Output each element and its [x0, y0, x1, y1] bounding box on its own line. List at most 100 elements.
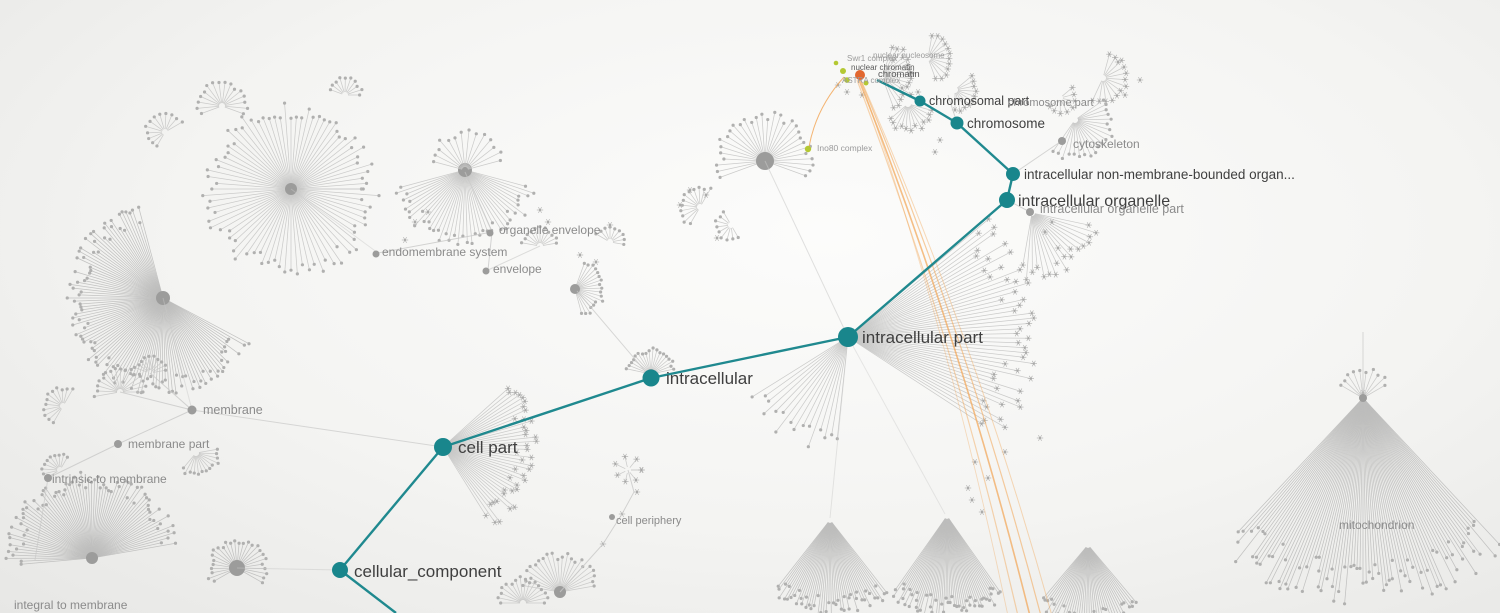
- fan-cluster: [201, 101, 381, 276]
- chromosome-label[interactable]: chromosome: [967, 116, 1045, 131]
- intracellular-label[interactable]: intracellular: [666, 369, 753, 388]
- fan-cluster: [521, 551, 596, 598]
- fan-cluster: [4, 470, 178, 566]
- selected-term-node[interactable]: [855, 70, 865, 80]
- fan-cluster: [444, 385, 540, 526]
- fan-cluster: [951, 72, 980, 114]
- membrane-label[interactable]: membrane: [203, 403, 263, 417]
- swr1-complex-label[interactable]: Swr1 complex: [847, 54, 897, 63]
- endomembrane-system-label[interactable]: endomembrane system: [382, 245, 507, 259]
- cell-periphery-label[interactable]: cell periphery: [616, 515, 682, 527]
- fan-cluster: [328, 76, 364, 97]
- intracellular-organelle-label[interactable]: intracellular organelle: [1018, 193, 1170, 210]
- fan-cluster: [432, 128, 503, 170]
- cluster-center-node[interactable]: [156, 291, 170, 305]
- mitochondrion-label[interactable]: mitochondrion: [1339, 518, 1414, 532]
- accent-nodes-layer: [804, 60, 869, 153]
- fan-cluster: [519, 225, 559, 246]
- chromosome-part-label[interactable]: chromosome part: [1008, 97, 1094, 109]
- membrane-part-node[interactable]: [114, 440, 122, 448]
- envelope-label[interactable]: envelope: [493, 262, 542, 276]
- node-chromosome[interactable]: [950, 116, 964, 130]
- chromosomal-part-label[interactable]: chromosomal part: [929, 94, 1030, 108]
- fan-cluster: [496, 575, 550, 605]
- fan-clusters-layer: [4, 32, 1500, 613]
- fan-cluster: [612, 453, 645, 485]
- matched-term-node[interactable]: [863, 80, 869, 86]
- ino80-complex-label[interactable]: Ino80 complex: [817, 143, 873, 153]
- fan-cluster: [92, 367, 148, 399]
- intrinsic-to-membrane-label[interactable]: intrinsic to membrane: [52, 472, 167, 486]
- intracellular-organelle-part-label[interactable]: intracellular organelle part: [1040, 202, 1184, 216]
- fan-cluster: [1046, 84, 1078, 117]
- fan-cluster: [887, 104, 935, 134]
- matched-term-node[interactable]: [833, 60, 839, 66]
- matched-term-node[interactable]: [840, 68, 846, 74]
- endomembrane-system-node[interactable]: [372, 250, 380, 258]
- fan-cluster: [394, 163, 536, 247]
- chromatin-label[interactable]: chromatin: [878, 69, 920, 80]
- fan-cluster: [570, 261, 605, 316]
- fan-cluster: [679, 185, 713, 226]
- fan-cluster: [65, 205, 251, 395]
- fan-cluster: [1234, 399, 1500, 606]
- node-chromosomal-part[interactable]: [914, 95, 926, 107]
- organelle-envelope-label[interactable]: organelle envelope: [499, 223, 601, 237]
- fan-cluster: [891, 518, 1002, 613]
- node-intracellular[interactable]: [642, 369, 660, 387]
- node-intracellular-organelle[interactable]: [999, 192, 1015, 208]
- mitochondrion-node[interactable]: [1359, 394, 1367, 402]
- glyph-layer: [401, 57, 1367, 547]
- intrinsic-to-membrane-node[interactable]: [44, 474, 52, 482]
- fan-cluster: [594, 225, 626, 247]
- node-intracellular-non-membrane-bounded-organelle[interactable]: [1006, 167, 1020, 181]
- matched-term-node[interactable]: [804, 145, 812, 153]
- fan-cluster: [750, 338, 849, 449]
- fan-cluster: [40, 452, 69, 480]
- fan-cluster: [1089, 51, 1130, 105]
- cytoskeleton-node[interactable]: [1058, 137, 1066, 145]
- fan-cluster: [181, 447, 220, 476]
- gray-nodes-layer: [44, 137, 1367, 520]
- nuclear-chromatin-label[interactable]: nuclear chromatin: [851, 63, 915, 72]
- nuclear-nucleosome-label[interactable]: nuclear nucleosome: [873, 51, 945, 60]
- gray-edges-layer: [34, 94, 1364, 593]
- fan-cluster: [1042, 547, 1138, 613]
- membrane-node[interactable]: [187, 405, 197, 415]
- node-intracellular-part[interactable]: [838, 327, 858, 347]
- fan-cluster: [713, 210, 740, 242]
- intracellular-part-label[interactable]: intracellular part: [862, 328, 983, 347]
- fan-cluster: [132, 354, 168, 373]
- cell-periphery-node[interactable]: [609, 514, 615, 520]
- cluster-center-node[interactable]: [285, 183, 297, 195]
- organelle-envelope-node[interactable]: [486, 229, 494, 237]
- astra-complex-label[interactable]: ASTRA complex: [842, 76, 900, 85]
- fan-cluster: [1051, 98, 1114, 161]
- cytoskeleton-label[interactable]: cytoskeleton: [1073, 137, 1140, 151]
- cell-part-label[interactable]: cell part: [458, 438, 518, 457]
- fan-cluster: [850, 216, 1037, 431]
- envelope-node[interactable]: [482, 267, 490, 275]
- fan-cluster: [928, 32, 953, 82]
- cluster-center-node[interactable]: [86, 552, 98, 564]
- fan-cluster: [42, 386, 75, 425]
- cluster-center-node[interactable]: [458, 163, 472, 177]
- fan-cluster: [776, 522, 889, 613]
- teal-nodes-layer: [332, 95, 1020, 578]
- cellular-component-label[interactable]: cellular_component: [354, 562, 502, 581]
- fan-cluster: [714, 110, 815, 179]
- membrane-part-label[interactable]: membrane part: [128, 437, 210, 451]
- fan-cluster: [882, 44, 915, 111]
- matched-term-node[interactable]: [844, 77, 850, 83]
- fan-cluster: [144, 111, 184, 148]
- intracellular-non-membrane-bounded-organ-label[interactable]: intracellular non-membrane-bounded organ…: [1024, 167, 1295, 182]
- integral-to-membrane-label[interactable]: integral to membrane: [14, 598, 128, 612]
- intracellular-organelle-part-node[interactable]: [1026, 208, 1034, 216]
- node-cell-part[interactable]: [434, 438, 452, 456]
- fan-cluster: [195, 80, 250, 116]
- labels-layer: cellular_component cell part intracellular…: [14, 51, 1414, 612]
- node-cellular-component[interactable]: [332, 562, 348, 578]
- orange-curves-layer: [808, 76, 1052, 613]
